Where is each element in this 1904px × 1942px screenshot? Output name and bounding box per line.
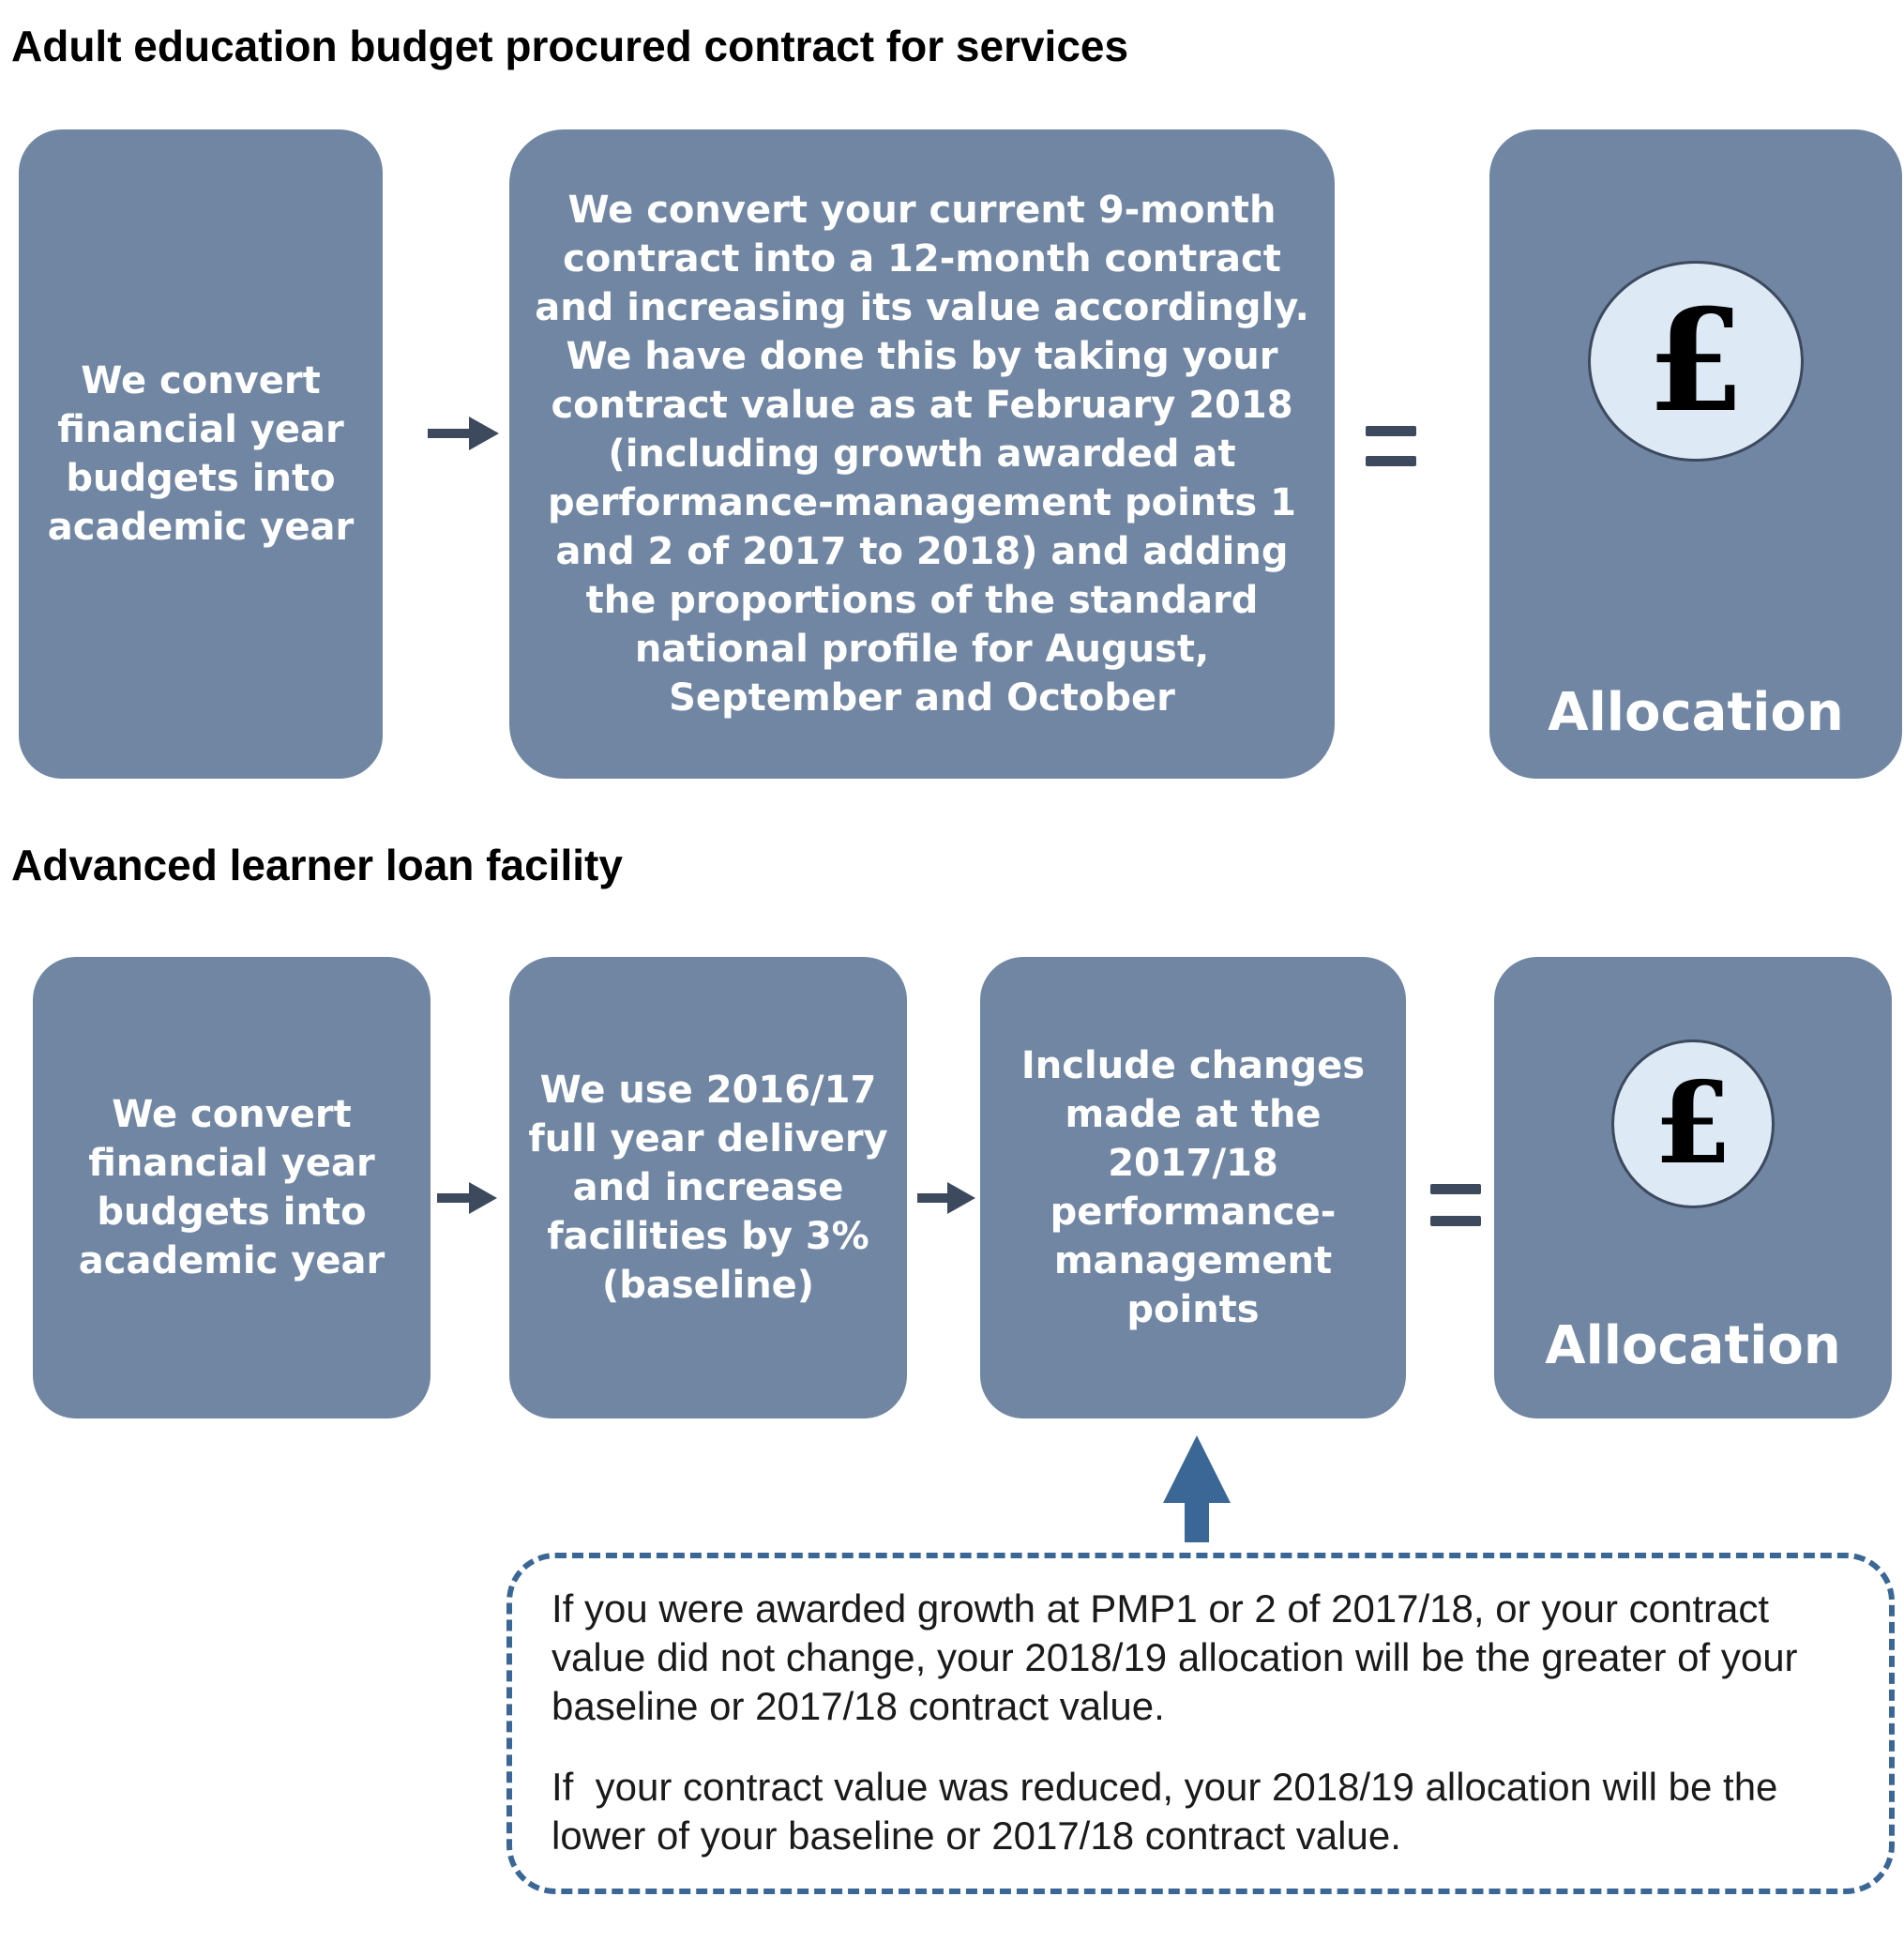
up-arrow-icon bbox=[1163, 1435, 1231, 1542]
all-arrow-2-icon bbox=[917, 1182, 975, 1214]
aeb-step-convert-box: We convert financial year budgets into a… bbox=[19, 129, 383, 779]
section-heading-adult-education: Adult education budget procured contract… bbox=[11, 22, 1129, 70]
aeb-allocation-label: Allocation bbox=[1548, 682, 1844, 743]
aeb-allocation-box: £ Allocation bbox=[1489, 129, 1902, 779]
aeb-equals-icon bbox=[1366, 426, 1416, 467]
note-growth-paragraph: If you were awarded growth at PMP1 or 2 … bbox=[552, 1586, 1798, 1728]
all-step-convert-box: We convert financial year budgets into a… bbox=[33, 957, 431, 1419]
all-allocation-box: £ Allocation bbox=[1494, 957, 1892, 1419]
all-equals-icon bbox=[1430, 1184, 1481, 1227]
aeb-step-convert-text: We convert financial year budgets into a… bbox=[47, 359, 355, 549]
section-heading-advanced-learner-loan: Advanced learner loan facility bbox=[11, 841, 623, 889]
all-step-convert-text: We convert financial year budgets into a… bbox=[78, 1093, 385, 1282]
allocation-note-box: If you were awarded growth at PMP1 or 2 … bbox=[506, 1553, 1895, 1894]
pound-coin-icon: £ bbox=[1611, 1039, 1775, 1208]
all-step-baseline-text: We use 2016/17 full year delivery and in… bbox=[528, 1069, 888, 1307]
note-reduced-paragraph: If your contract value was reduced, your… bbox=[552, 1765, 1800, 1858]
all-step-changes-text: Include changes made at the 2017/18 perf… bbox=[1020, 1044, 1366, 1331]
all-step-baseline-box: We use 2016/17 full year delivery and in… bbox=[509, 957, 907, 1419]
all-step-changes-box: Include changes made at the 2017/18 perf… bbox=[980, 957, 1406, 1419]
aeb-step-contract-text: We convert your current 9-month contract… bbox=[535, 189, 1309, 720]
all-allocation-label: Allocation bbox=[1545, 1315, 1841, 1376]
all-arrow-1-icon bbox=[437, 1182, 497, 1214]
pound-coin-icon: £ bbox=[1588, 261, 1804, 462]
aeb-arrow-1-icon bbox=[428, 417, 499, 450]
aeb-step-contract-box: We convert your current 9-month contract… bbox=[509, 129, 1335, 779]
